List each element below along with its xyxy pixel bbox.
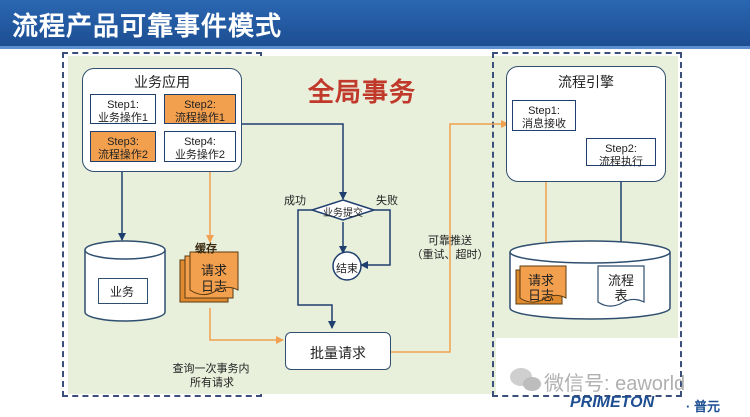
primeton-logo: PRIMETON: [570, 394, 655, 411]
business-step2: Step2: 流程操作1: [164, 94, 236, 124]
engine-table-line2: 表: [614, 288, 628, 303]
title-bar: [0, 0, 750, 46]
batch-to-engine-arrow: [391, 120, 509, 353]
engine-log-line2: 日志: [527, 288, 554, 303]
engine-step1: Step1: 消息接收: [512, 100, 576, 131]
business-db-label-box: [98, 278, 148, 304]
query-note-line1: 查询一次事务内: [172, 363, 250, 375]
business-step2-label: Step2:: [184, 99, 216, 111]
business-app-title: 业务应用: [134, 74, 190, 90]
engine-step2-label: Step2:: [605, 143, 637, 155]
decision-diamond: [309, 199, 377, 221]
process-engine-title: 流程引擎: [558, 74, 614, 90]
business-step3: Step3: 流程操作2: [90, 131, 156, 162]
engine-step2: Step2: 流程执行: [586, 138, 656, 168]
business-step4-label: Step4:: [184, 136, 216, 148]
engine-table-line1: 流程: [607, 273, 634, 288]
cache-document-stack: [179, 251, 239, 303]
failure-label: 失败: [376, 195, 398, 207]
decision-label: 业务提交: [323, 208, 363, 219]
batch-request-box: [285, 332, 391, 370]
business-step3-label: Step3:: [107, 136, 139, 148]
wechat-watermark: 微信号: eaworld: [544, 373, 686, 395]
business-step1-label: Step1:: [107, 99, 139, 111]
end-label: 结束: [336, 263, 358, 275]
engine-step1-desc: 消息接收: [522, 118, 566, 130]
header-underline: [0, 46, 750, 49]
wechat-icon: [510, 368, 541, 391]
business-step2-desc: 流程操作1: [174, 112, 226, 124]
global-transaction-title: 全局事务: [308, 77, 417, 107]
request-log-line2: 日志: [200, 279, 227, 294]
business-step1: Step1: 业务操作1: [90, 94, 156, 124]
business-step4: Step4: 业务操作2: [164, 131, 236, 162]
cache-label: 缓存: [195, 243, 217, 255]
end-circle: [332, 251, 362, 281]
business-db-label: 业务: [109, 285, 134, 299]
failure-to-end-arrow: [360, 209, 391, 269]
engine-process-table-doc: [597, 265, 645, 307]
batch-request-label: 批量请求: [310, 345, 366, 361]
page-title: 流程产品可靠事件模式: [12, 11, 283, 41]
engine-step2-desc: 流程执行: [599, 156, 643, 168]
engine-log-document-stack: [515, 265, 567, 305]
success-to-batch-arrow: [297, 209, 336, 329]
log-to-batch-arrow: [209, 308, 284, 344]
business-step4-desc: 业务操作2: [174, 149, 226, 161]
business-step1-desc: 业务操作1: [97, 112, 149, 124]
engine-dashed-frame: [492, 52, 682, 397]
business-step3-desc: 流程操作2: [97, 149, 149, 161]
request-log-line1: 请求: [200, 263, 227, 278]
success-label: 成功: [284, 195, 306, 207]
reliable-push-label: 可靠推送: [428, 235, 472, 247]
query-note-line2: 所有请求: [190, 377, 234, 389]
step4-to-decision-arrow: [236, 123, 347, 200]
retry-timeout-label: （重试、超时）: [411, 249, 489, 261]
engine-step1-label: Step1:: [528, 105, 560, 117]
primeton-logo-suffix: · 普元: [686, 399, 720, 414]
engine-log-line1: 请求: [527, 273, 554, 288]
